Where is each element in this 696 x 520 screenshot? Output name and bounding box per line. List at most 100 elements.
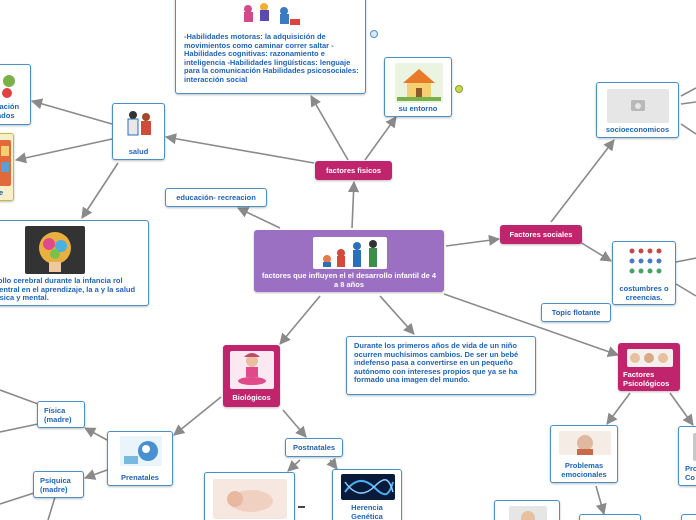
link-pre-fisica <box>84 427 108 441</box>
factores-sociales-node[interactable]: Factores sociales <box>500 225 582 244</box>
educacion-recreacion-node[interactable]: educación- recreacion <box>165 188 267 207</box>
link-bio-prenatales <box>173 396 222 436</box>
postnatales-label: Postnatales <box>292 443 336 452</box>
alimentacion-label: tación ados <box>0 102 20 120</box>
biologicos-node[interactable]: Biológicos <box>223 345 280 407</box>
link-psico-proco <box>669 392 694 426</box>
problemas-emocionales-label: Problemas emocionales <box>561 461 607 479</box>
link-sociales-costumbres <box>579 241 612 262</box>
factores-sociales-label: Factores sociales <box>509 230 573 239</box>
leaf-icon[interactable] <box>455 85 463 93</box>
link-sociales-socio <box>550 139 615 223</box>
kids-faces-illustration <box>627 349 673 367</box>
bottom-partial-node-2[interactable] <box>579 514 641 520</box>
topic-flotante-node[interactable]: Topic flotante <box>541 303 611 322</box>
food-illustration <box>2 75 15 98</box>
link-central-fisicos <box>347 180 360 229</box>
socioeconomicos-label: socioeconomicos <box>605 125 670 134</box>
alimentacion-node[interactable]: tación ados <box>0 64 31 125</box>
postnatales-node[interactable]: Postnatales <box>285 438 343 457</box>
pregnancy-illustration <box>120 436 162 466</box>
salud-node[interactable]: salud <box>112 103 165 160</box>
link-post-herencia <box>326 457 338 470</box>
costumbres-node[interactable]: costumbres o creencias. <box>612 241 676 305</box>
desarrollo-cerebral-node[interactable]: rollo cerebral durante la infancia rol c… <box>0 220 149 306</box>
meditating-girl-illustration <box>230 351 274 389</box>
fisica-madre-label: Física (madre) <box>44 406 72 424</box>
factores-fisicos-label: factores fisicos <box>325 166 382 175</box>
central-topic[interactable]: factores que influyen el el desarrollo i… <box>254 230 444 292</box>
left-partial-node[interactable]: e <box>0 133 14 201</box>
link-socio-right-2 <box>680 101 696 105</box>
link-fisica-left-2 <box>0 423 39 433</box>
salud-label: salud <box>128 147 149 156</box>
doctor-illustration <box>127 111 151 136</box>
costumbres-label: costumbres o creencias. <box>619 284 669 302</box>
link-central-primeros <box>379 295 415 335</box>
psiquica-madre-node[interactable]: Psíquica (madre) <box>33 471 84 498</box>
pro-co-label: Pro Co <box>685 464 696 482</box>
factores-fisicos-node[interactable]: factores fisicos <box>315 161 392 180</box>
kids-activities-illustration <box>244 3 300 25</box>
herencia-genetica-label: Herencia Genética <box>351 503 383 520</box>
pro-co-node[interactable]: Pro Co <box>678 426 696 486</box>
link-problemas-down <box>595 485 607 516</box>
factores-psicologicos-node[interactable]: Factores Psicológicos <box>618 343 680 391</box>
educacion-recreacion-label: educación- recreacion <box>176 193 256 202</box>
link-socio-right-3 <box>680 123 696 135</box>
socioeconomicos-node[interactable]: socioeconomicos <box>596 82 679 138</box>
link-psico-problemas <box>606 392 631 425</box>
topic-flotante-label: Topic flotante <box>551 308 601 317</box>
link-post-bebe <box>287 459 301 472</box>
habilidades-node[interactable]: -Habilidades motoras: la adquisición de … <box>175 0 366 94</box>
link-fisicos-entorno <box>364 116 397 161</box>
herencia-genetica-node[interactable]: Herencia Genética <box>332 469 402 520</box>
link-costumbres-right-1 <box>675 257 696 263</box>
baby-photo-node[interactable] <box>204 472 295 520</box>
link-salud-alimentacion <box>30 98 113 125</box>
link-salud-cerebral <box>81 162 119 219</box>
link-socio-right-1 <box>680 87 696 97</box>
prenatales-node[interactable]: Prenatales <box>107 431 173 486</box>
link-fisica-left <box>0 389 39 405</box>
central-topic-label: factores que influyen el el desarrollo i… <box>261 271 437 289</box>
link-central-psicologicos <box>443 293 620 357</box>
link-fisicos-habilidades <box>310 95 349 161</box>
link-salud-left <box>14 138 113 164</box>
partial-illustration <box>693 433 696 461</box>
dna-illustration <box>341 474 395 500</box>
bottom-partial-node-3[interactable] <box>681 514 696 520</box>
desarrollo-cerebral-text: rollo cerebral durante la infancia rol c… <box>0 276 136 302</box>
image-placeholder-icon <box>607 89 669 123</box>
baby-photo-illustration <box>213 479 287 519</box>
primeros-anos-text: Durante los primeros años de vida de un … <box>354 341 519 384</box>
colorful-brain-illustration <box>25 226 85 274</box>
su-entorno-label: su entorno <box>398 104 438 113</box>
link-central-educacion <box>236 207 281 229</box>
left-partial-label: e <box>0 188 4 197</box>
link-central-biologicos <box>279 295 321 345</box>
children-growth-illustration <box>313 237 387 269</box>
primeros-anos-node[interactable]: Durante los primeros años de vida de un … <box>346 336 536 395</box>
globe-icon[interactable] <box>370 30 378 38</box>
link-psiquica-left <box>0 492 35 505</box>
sad-child-illustration <box>559 431 611 455</box>
dash-marker <box>298 506 305 508</box>
biologicos-label: Biológicos <box>232 393 271 402</box>
su-entorno-node[interactable]: su entorno <box>384 57 452 117</box>
link-pre-psiquica <box>83 469 108 480</box>
link-bio-postnatales <box>282 409 307 438</box>
factores-psicologicos-label: Factores Psicológicos <box>623 370 670 388</box>
psiquica-madre-label: Psíquica (madre) <box>40 476 71 494</box>
link-psiquica-down <box>47 496 56 520</box>
bottom-partial-node-1[interactable] <box>494 500 560 520</box>
problemas-emocionales-node[interactable]: Problemas emocionales <box>550 425 618 483</box>
prenatales-label: Prenatales <box>121 473 159 482</box>
habilidades-text: -Habilidades motoras: la adquisición de … <box>184 32 359 84</box>
link-fisicos-salud <box>164 133 315 164</box>
fisica-madre-node[interactable]: Física (madre) <box>37 401 85 428</box>
child-face-illustration <box>509 506 547 520</box>
people-group-illustration <box>629 248 662 274</box>
